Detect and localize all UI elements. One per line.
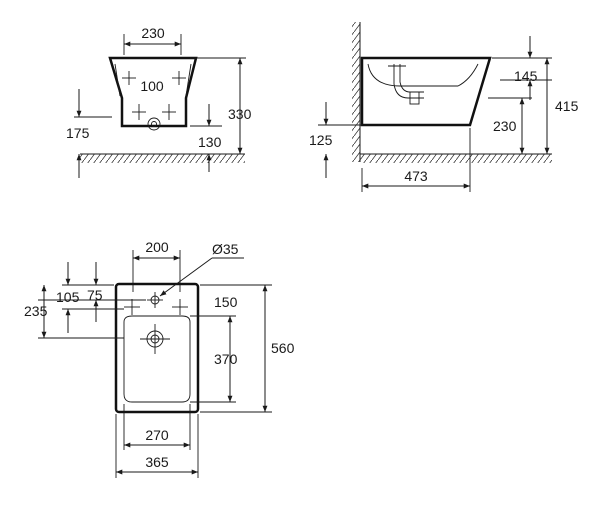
front-dim-175: 175 — [66, 125, 90, 141]
top-tap-marks — [124, 292, 188, 315]
side-dim-145: 145 — [514, 68, 538, 84]
top-centre-hole — [150, 295, 160, 305]
side-view: 145 415 230 125 473 — [309, 22, 579, 192]
top-dim-35-leader — [159, 257, 213, 297]
top-dim-75: 75 — [87, 287, 103, 303]
side-bidet-outline — [360, 56, 492, 127]
top-dim-235: 235 — [24, 303, 48, 319]
front-dim-130: 130 — [198, 134, 222, 150]
front-waste-inner — [151, 121, 157, 127]
front-floor-hatch — [80, 154, 245, 163]
front-view: 230 100 330 175 130 — [66, 25, 252, 178]
front-dim-230: 230 — [141, 25, 165, 41]
side-wall-hatch — [352, 22, 360, 162]
side-bowl-curve — [367, 63, 479, 87]
side-floor-hatch — [360, 154, 552, 163]
top-dim-365: 365 — [145, 454, 169, 470]
side-dim-125: 125 — [309, 132, 333, 148]
front-waste-outer — [147, 117, 161, 131]
top-dim-200: 200 — [145, 239, 169, 255]
top-dim-150: 150 — [214, 294, 238, 310]
top-view: 200 Ø35 105 75 235 150 370 560 27 — [24, 239, 295, 478]
front-tap-marks — [122, 71, 186, 120]
side-dim-415: 415 — [555, 98, 579, 114]
top-dim-270: 270 — [145, 427, 169, 443]
top-bowl-outline — [123, 315, 191, 403]
top-dim-560: 560 — [271, 340, 295, 356]
top-dim-370: 370 — [214, 351, 238, 367]
side-waste-fitting — [409, 91, 420, 105]
side-dim-473: 473 — [404, 168, 428, 184]
front-dim-100: 100 — [140, 78, 164, 94]
top-dim-35: Ø35 — [212, 241, 239, 257]
top-dim-105: 105 — [56, 289, 80, 305]
front-inner-rim — [114, 63, 192, 97]
front-dim-330: 330 — [228, 106, 252, 122]
side-dim-230: 230 — [493, 118, 517, 134]
